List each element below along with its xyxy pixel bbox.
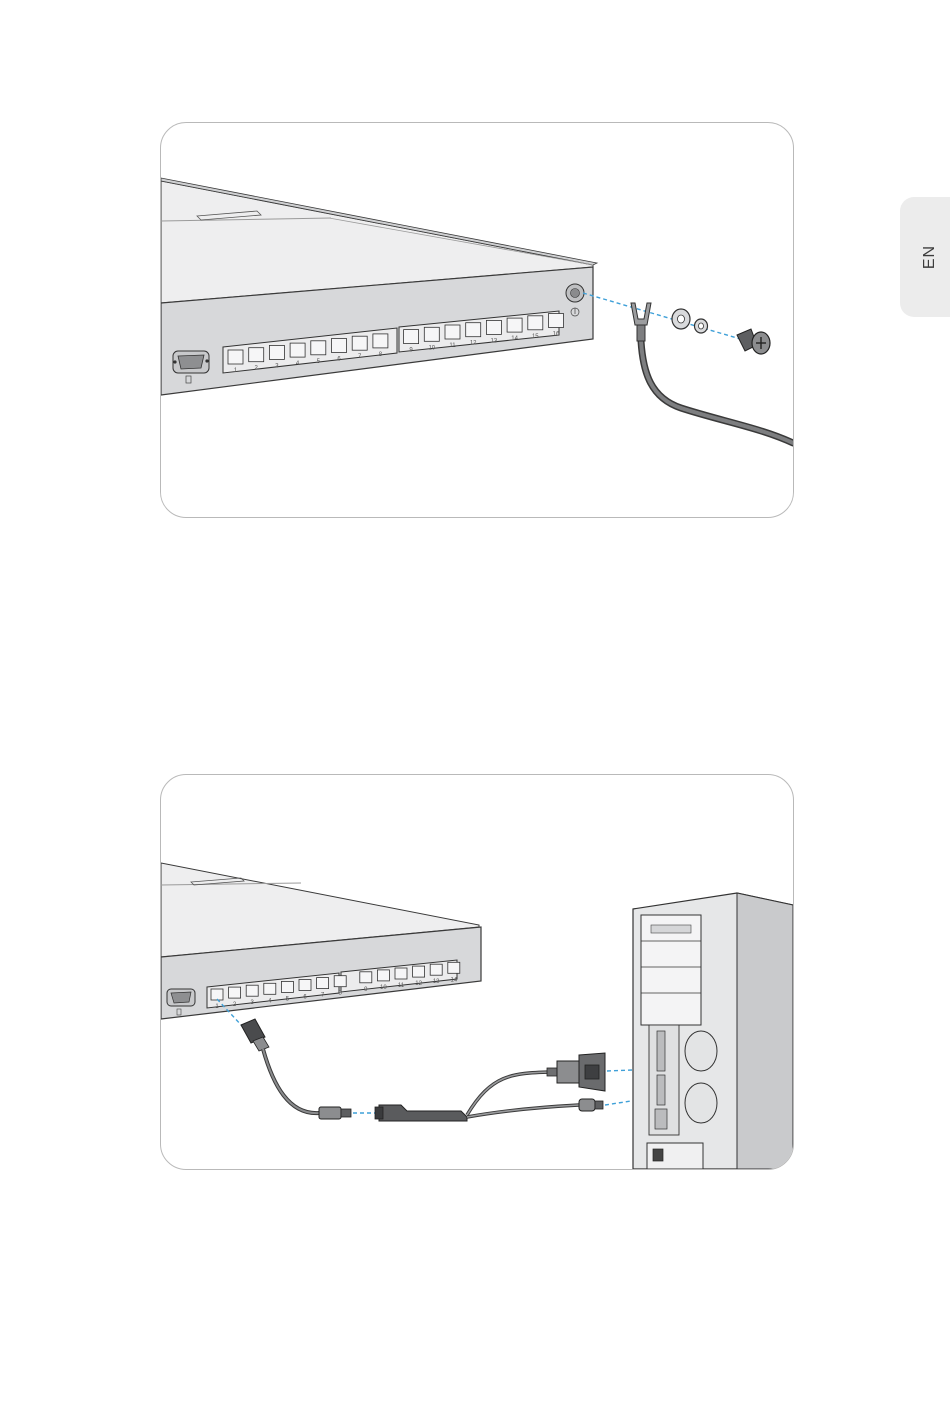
ethernet-port (360, 972, 372, 983)
ethernet-port (528, 316, 543, 330)
ethernet-port (352, 336, 367, 350)
ethernet-port (377, 970, 389, 981)
db9-connector-icon (557, 1053, 605, 1091)
ethernet-port (395, 968, 407, 979)
ethernet-port (445, 325, 460, 339)
ethernet-port (311, 341, 326, 355)
port-number-label: 12 (470, 341, 477, 347)
language-label: EN (918, 237, 942, 277)
ethernet-port (334, 976, 346, 987)
ethernet-port (424, 327, 439, 341)
ethernet-port (448, 962, 460, 973)
ethernet-port (269, 345, 284, 359)
rj45-connector-icon (241, 1019, 269, 1051)
rj45-plug-icon (319, 1107, 351, 1119)
ethernet-port (281, 981, 293, 992)
port-number-label: 11 (449, 343, 456, 349)
ethernet-port (290, 343, 305, 357)
fork-terminal-icon (631, 303, 651, 341)
ethernet-port (373, 334, 388, 348)
lock-washer-icon (695, 319, 708, 333)
ethernet-port (228, 350, 243, 364)
ethernet-port (249, 348, 264, 362)
port-number-label: 14 (450, 977, 457, 983)
port-number-label: 12 (415, 981, 422, 987)
ethernet-port (507, 318, 522, 332)
ethernet-port (211, 989, 223, 1000)
language-tab[interactable]: EN (900, 197, 950, 317)
port-number-label: 10 (380, 985, 387, 991)
console-adapter-icon (375, 1105, 467, 1121)
ethernet-port (317, 978, 329, 989)
ethernet-port (332, 339, 347, 353)
ethernet-port (466, 323, 481, 337)
ethernet-port (264, 983, 276, 994)
ethernet-port (246, 985, 258, 996)
ethernet-port (229, 987, 241, 998)
ethernet-port (549, 314, 564, 328)
port-number-label: 16 (553, 332, 560, 338)
ground-cable (641, 341, 793, 443)
usb-plug-icon (579, 1099, 603, 1111)
port-number-label: 14 (511, 336, 518, 342)
port-number-label: 10 (428, 345, 435, 351)
ethernet-port (413, 966, 425, 977)
screw-icon (737, 329, 770, 354)
flat-washer-icon (672, 309, 690, 329)
port-number-label: 13 (491, 338, 498, 344)
ethernet-port (430, 964, 442, 975)
usb-cable (467, 1105, 579, 1117)
ethernet-port (486, 320, 501, 334)
ethernet-port (299, 980, 311, 991)
port-number-label: 11 (398, 983, 405, 989)
computer-tower-icon (633, 893, 793, 1169)
port-number-label: 15 (532, 334, 539, 340)
port-number-label: 13 (433, 979, 440, 985)
ethernet-port (404, 330, 419, 344)
